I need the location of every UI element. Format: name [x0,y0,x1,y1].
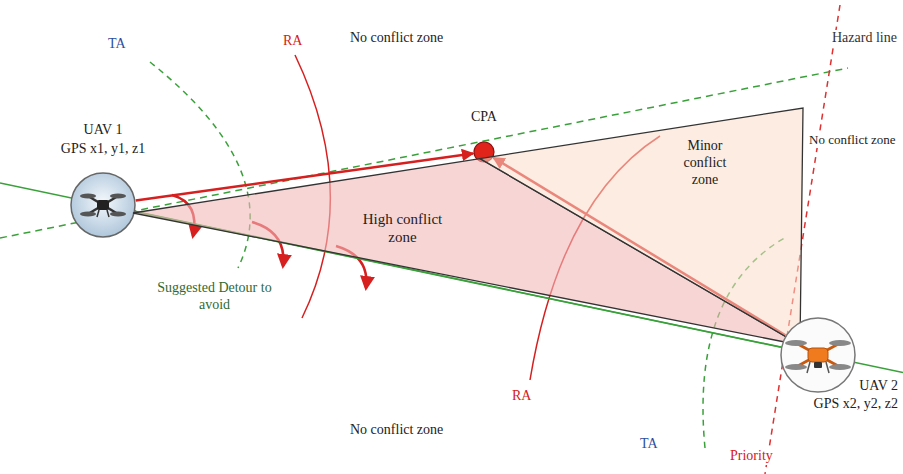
uav-name: UAV 2 [859,378,898,395]
detour-note: Suggested Detour to avoid [152,280,277,314]
uav-node: UAV 1GPS x1, y1, z1 [70,172,136,238]
gps-coordinates: GPS x1, y1, z1 [61,141,145,158]
minor-conflict-zone-shape [480,108,803,345]
zone-note: No conflict zone [808,132,897,148]
ta-label: TA [108,36,126,53]
uav-node-shape [70,172,136,238]
ra-label: RA [512,388,531,405]
zone-label: High conflict zone [355,210,450,246]
uav-node: UAV 2GPS x2, y2, z2 [780,317,856,393]
priority-label: Priority [728,448,775,465]
ta-arc [150,62,250,268]
hazard-label: Hazard line [830,30,899,47]
uav-node-shape [780,317,856,393]
ta-label: TA [640,436,658,453]
gps-coordinates: GPS x2, y2, z2 [814,396,898,413]
minor-conflict-zone: Minor conflict zone [480,108,803,345]
zone-label: Minor conflict zone [675,138,735,188]
ra-label: RA [283,33,302,50]
cpa-label: CPA [471,109,497,126]
uav-name: UAV 1 [84,122,123,139]
zone-note: No conflict zone [350,30,443,47]
zone-note: No conflict zone [350,422,443,439]
